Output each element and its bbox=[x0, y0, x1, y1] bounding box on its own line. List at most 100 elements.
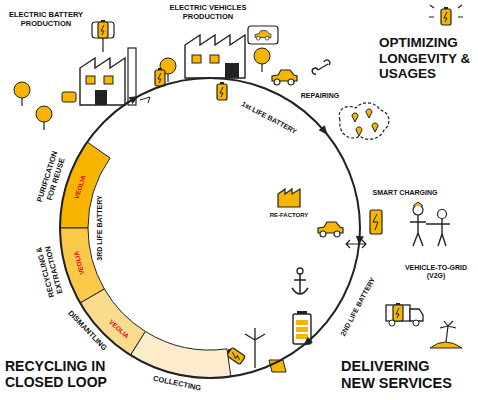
repair-scene bbox=[372, 123, 378, 132]
battery-factory bbox=[14, 20, 150, 130]
charging-scene bbox=[318, 202, 450, 248]
section-heading-box: RECYCLING IN CLOSED LOOP bbox=[4, 357, 110, 391]
section-heading: OPTIMIZING LONGEVITY & USAGES bbox=[379, 35, 475, 82]
life-stage-label-box: 1st LIFE BATTERY bbox=[239, 99, 300, 138]
new-services-scene bbox=[410, 309, 423, 321]
battery-factory bbox=[98, 20, 108, 38]
charging-scene bbox=[373, 214, 378, 230]
repair-scene bbox=[272, 70, 297, 85]
charging-scene bbox=[413, 205, 423, 215]
stage-label-box: VEHICLE-TO-GRID (V2G) bbox=[397, 263, 475, 281]
life-stage-label: 1st LIFE BATTERY bbox=[240, 100, 298, 136]
logo-text-box: VEOLIA bbox=[72, 173, 89, 201]
battery-factory bbox=[36, 106, 52, 130]
battery-factory bbox=[102, 38, 103, 52]
vehicle-factory bbox=[254, 48, 270, 72]
logo-text: VEOLIA bbox=[72, 251, 85, 276]
vehicle-factory bbox=[155, 68, 165, 86]
repair-scene bbox=[366, 109, 372, 118]
re-factory-icon bbox=[278, 189, 300, 207]
life-cycle-ring bbox=[60, 142, 231, 378]
vehicle-factory bbox=[255, 31, 271, 40]
new-services-scene bbox=[413, 320, 419, 326]
cycle-arrowhead bbox=[319, 125, 331, 137]
factory-label: ELECTRIC BATTERY PRODUCTION bbox=[4, 11, 88, 28]
factory-label: ELECTRIC VEHICLES PRODUCTION bbox=[164, 4, 252, 21]
new-services-scene bbox=[430, 342, 462, 348]
section-heading: DELIVERING NEW SERVICES bbox=[341, 358, 459, 391]
battery-factory bbox=[14, 82, 30, 106]
charging-scene bbox=[438, 210, 447, 219]
battery-factory bbox=[128, 48, 136, 105]
vehicle-factory bbox=[248, 26, 278, 44]
new-services-scene bbox=[296, 334, 308, 339]
cycle-band-segment bbox=[131, 331, 231, 378]
new-services-scene bbox=[292, 274, 308, 294]
vehicle-factory bbox=[217, 82, 227, 100]
logo-text: VEOLIA bbox=[107, 318, 130, 340]
charging-scene bbox=[346, 240, 366, 248]
stage-label: SMART CHARGING bbox=[373, 189, 438, 197]
re-factory-icon bbox=[278, 189, 300, 207]
repair-scene bbox=[352, 113, 358, 122]
new-services-scene bbox=[296, 327, 308, 332]
battery-factory bbox=[62, 92, 76, 102]
stage-label: REPAIRING bbox=[301, 92, 339, 100]
life-stage-label-box: 3RD LIFE BATTERY bbox=[95, 194, 105, 261]
new-services-scene bbox=[245, 268, 462, 372]
battery-factory bbox=[95, 90, 107, 105]
vehicle-factory bbox=[225, 63, 239, 78]
new-services-scene bbox=[297, 268, 303, 274]
stage-label-box: DISMANTLING bbox=[65, 308, 110, 354]
stage-label-box: SMART CHARGING bbox=[372, 188, 439, 198]
top-right-battery bbox=[441, 7, 451, 25]
vehicle-factory bbox=[210, 55, 219, 63]
new-services-scene bbox=[393, 303, 403, 321]
section-heading: RECYCLING IN CLOSED LOOP bbox=[5, 358, 109, 390]
repair-scene bbox=[356, 127, 362, 136]
stage-label-box: RE-FACTORY bbox=[269, 211, 310, 220]
charging-scene bbox=[413, 202, 423, 206]
logo-text-box: VEOLIA bbox=[71, 249, 87, 277]
section-heading-box: DELIVERING NEW SERVICES bbox=[340, 357, 460, 392]
stage-label: RE-FACTORY bbox=[270, 212, 309, 219]
new-services-scene bbox=[297, 311, 307, 314]
cycle-band-segment bbox=[80, 289, 145, 355]
stage-label: VEHICLE-TO-GRID (V2G) bbox=[398, 264, 474, 280]
charging-scene bbox=[370, 210, 382, 234]
new-services-scene bbox=[245, 328, 265, 368]
stage-label: COLLECTING bbox=[152, 374, 201, 393]
repair-scene bbox=[339, 103, 389, 139]
stage-label: DISMANTLING bbox=[66, 309, 108, 352]
life-stage-label-box: 2ND LIFE BATTERY bbox=[338, 275, 378, 339]
repair-scene bbox=[312, 60, 330, 74]
stage-label-box: RECYCLING & EXTRACTION bbox=[32, 238, 67, 305]
charging-scene bbox=[318, 222, 343, 237]
vehicle-factory bbox=[185, 35, 245, 78]
factory-label-box: ELECTRIC BATTERY PRODUCTION bbox=[3, 10, 89, 29]
battery-factory bbox=[80, 58, 125, 105]
stage-label: RECYCLING & EXTRACTION bbox=[33, 239, 66, 303]
vehicle-factory bbox=[192, 55, 201, 63]
top-right-battery bbox=[429, 5, 463, 25]
battery-factory bbox=[86, 76, 95, 84]
factory-label-box: ELECTRIC VEHICLES PRODUCTION bbox=[163, 3, 253, 22]
stage-label-box: COLLECTING bbox=[151, 373, 203, 394]
new-services-scene bbox=[296, 320, 308, 325]
life-stage-label: 3RD LIFE BATTERY bbox=[96, 195, 104, 260]
stage-label: PURIFICATION FOR REUSE bbox=[34, 147, 68, 209]
logo-text: VEOLIA bbox=[73, 174, 87, 199]
vehicle-factory bbox=[155, 26, 278, 100]
charging-scene bbox=[410, 215, 426, 246]
battery-factory bbox=[140, 97, 150, 103]
stage-label-box: PURIFICATION FOR REUSE bbox=[33, 146, 70, 211]
battery-factory bbox=[104, 76, 113, 84]
stage-label-box: REPAIRING bbox=[300, 91, 340, 101]
section-heading-box: OPTIMIZING LONGEVITY & USAGES bbox=[378, 34, 476, 83]
cycle-arrowhead bbox=[301, 337, 313, 349]
cycle-arrowhead bbox=[355, 236, 364, 246]
top-right-battery bbox=[429, 5, 463, 17]
new-services-scene bbox=[440, 321, 456, 342]
